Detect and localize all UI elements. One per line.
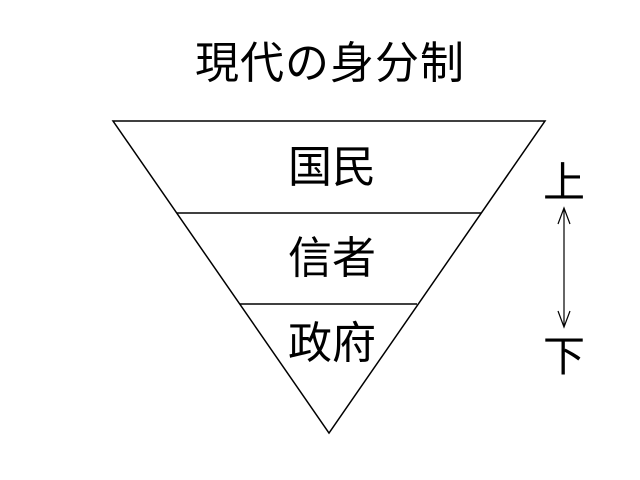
scale-label-top: 上	[542, 158, 585, 207]
pyramid-outline	[111, 120, 547, 435]
layer-label-government: 政府	[288, 318, 376, 369]
layer-label-citizens: 国民	[288, 142, 376, 193]
layer-label-believers: 信者	[288, 233, 376, 284]
diagram-title: 現代の身分制	[195, 38, 465, 89]
scale-label-bottom: 下	[542, 332, 585, 381]
double-arrow-icon	[557, 206, 571, 329]
